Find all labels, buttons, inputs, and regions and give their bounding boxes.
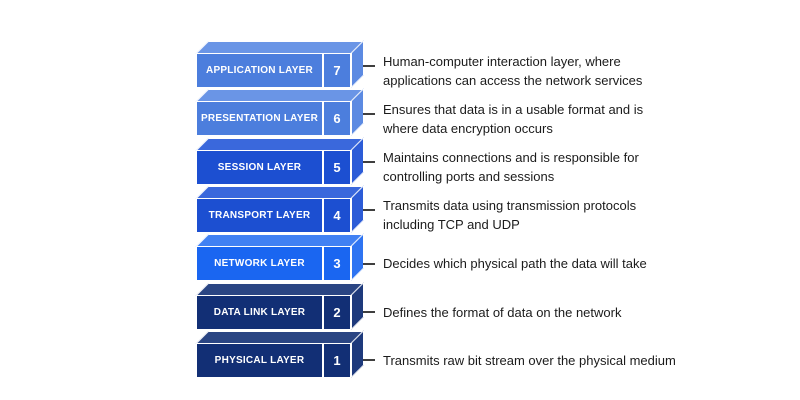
layer-box-top-face: [196, 330, 364, 344]
layer-description: Decides which physical path the data wil…: [363, 246, 647, 281]
layer-number: 3: [322, 247, 350, 281]
layer-box: APPLICATION LAYER 7: [196, 40, 364, 88]
layer-number: 4: [322, 198, 350, 232]
layer-number: 5: [322, 150, 350, 184]
layer-box-top-face: [196, 282, 364, 296]
leader-dash: [363, 64, 375, 67]
layer-description-text: Decides which physical path the data wil…: [383, 254, 647, 273]
layer-box-front-face: NETWORK LAYER 3: [196, 246, 351, 282]
layer-box-front-face: PRESENTATION LAYER 6: [196, 101, 351, 137]
layer-description: Maintains connections and is responsible…: [363, 150, 639, 185]
description-line: Human-computer interaction layer, where: [383, 53, 621, 69]
description-line: Transmits raw bit stream over the physic…: [383, 352, 676, 368]
layer-box: PHYSICAL LAYER 1: [196, 330, 364, 378]
description-line: Transmits data using transmission protoc…: [383, 198, 637, 214]
layer-number: 1: [322, 343, 350, 377]
layer-box-front-face: SESSION LAYER 5: [196, 149, 351, 185]
layer-description: Human-computer interaction layer, where a…: [363, 53, 642, 88]
layer-box-top-face: [196, 185, 364, 199]
layer-box-front-face: TRANSPORT LAYER 4: [196, 197, 351, 233]
osi-layer-row: SESSION LAYER 5 Maintains connections an…: [196, 137, 796, 186]
layer-box-top-face: [196, 89, 364, 102]
layer-name: SESSION LAYER: [217, 161, 302, 173]
description-line: including TCP and UDP: [383, 217, 520, 233]
layer-number: 6: [322, 102, 350, 136]
layer-box: SESSION LAYER 5: [196, 137, 364, 185]
layer-number: 7: [322, 54, 350, 87]
layer-name: PRESENTATION LAYER: [200, 113, 319, 125]
description-line: Maintains connections and is responsible…: [383, 150, 639, 166]
layer-box: PRESENTATION LAYER 6: [196, 88, 364, 137]
layer-description: Ensures that data is in a usable format …: [363, 101, 643, 136]
description-line: where data encryption occurs: [383, 120, 553, 136]
layer-description-text: Defines the format of data on the networ…: [383, 303, 621, 322]
leader-dash: [363, 359, 375, 362]
layer-box-front-face: PHYSICAL LAYER 1: [196, 342, 351, 378]
layer-name: NETWORK LAYER: [214, 258, 305, 270]
layer-description: Transmits raw bit stream over the physic…: [363, 343, 676, 378]
description-line: applications can access the network serv…: [383, 72, 643, 88]
leader-dash: [363, 161, 375, 164]
layer-box: DATA LINK LAYER 2: [196, 282, 364, 330]
leader-dash: [363, 209, 375, 212]
osi-layer-row: TRANSPORT LAYER 4 Transmits data using t…: [196, 185, 796, 234]
layer-box-front-face: APPLICATION LAYER 7: [196, 53, 351, 88]
description-line: Defines the format of data on the networ…: [383, 304, 622, 320]
description-line: controlling ports and sessions: [383, 169, 555, 185]
layer-description-text: Transmits data using transmission protoc…: [383, 196, 636, 234]
layer-box-front-face: DATA LINK LAYER 2: [196, 294, 351, 330]
layer-description-text: Human-computer interaction layer, where a…: [383, 52, 642, 90]
description-line: Decides which physical path the data wil…: [383, 256, 647, 272]
layer-box-top-face: [196, 234, 364, 247]
layer-box: NETWORK LAYER 3: [196, 233, 364, 282]
osi-layers-stack: APPLICATION LAYER 7 Human-computer inter…: [196, 40, 796, 379]
layer-description: Defines the format of data on the networ…: [363, 295, 621, 330]
layer-name: TRANSPORT LAYER: [208, 209, 311, 221]
osi-layer-row: DATA LINK LAYER 2 Defines the format of …: [196, 282, 796, 331]
layer-name: APPLICATION LAYER: [205, 65, 314, 76]
layer-name: DATA LINK LAYER: [213, 306, 306, 318]
layer-box-top-face: [196, 137, 364, 151]
layer-description: Transmits data using transmission protoc…: [363, 198, 636, 233]
layer-box-top-face: [196, 41, 364, 54]
osi-layer-row: PHYSICAL LAYER 1 Transmits raw bit strea…: [196, 330, 796, 379]
layer-description-text: Transmits raw bit stream over the physic…: [383, 351, 676, 370]
leader-dash: [363, 112, 375, 115]
osi-layer-row: APPLICATION LAYER 7 Human-computer inter…: [196, 40, 796, 89]
description-line: Ensures that data is in a usable format …: [383, 101, 644, 117]
layer-number: 2: [322, 295, 350, 329]
osi-layer-row: PRESENTATION LAYER 6 Ensures that data i…: [196, 88, 796, 137]
layer-box: TRANSPORT LAYER 4: [196, 185, 364, 233]
layer-description-text: Maintains connections and is responsible…: [383, 148, 639, 186]
leader-dash: [363, 262, 375, 265]
osi-layer-row: NETWORK LAYER 3 Decides which physical p…: [196, 233, 796, 282]
layer-name: PHYSICAL LAYER: [214, 354, 305, 366]
leader-dash: [363, 311, 375, 314]
layer-description-text: Ensures that data is in a usable format …: [383, 100, 643, 138]
